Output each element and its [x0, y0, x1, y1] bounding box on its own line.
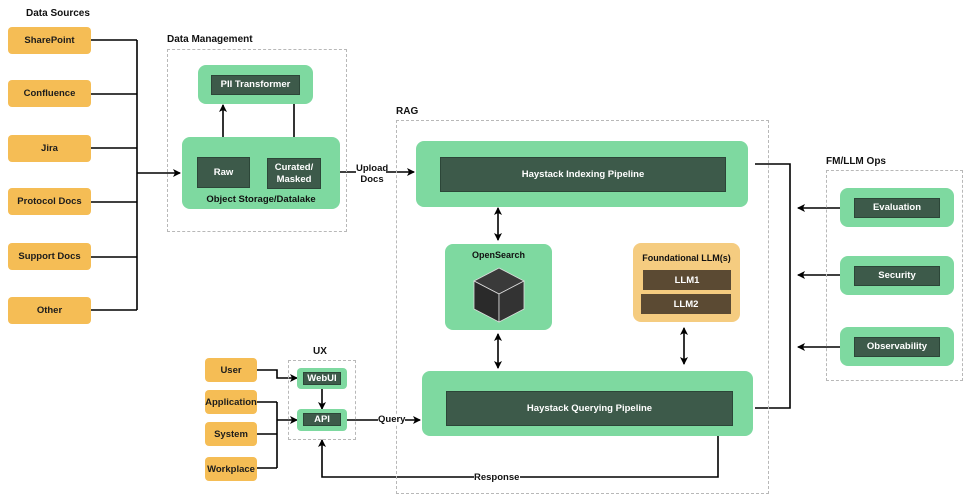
curated-masked-store[interactable]: Curated/ Masked	[267, 158, 321, 189]
webui: WebUI	[303, 372, 341, 385]
client-system[interactable]: System	[205, 422, 257, 446]
evaluation: Evaluation	[854, 198, 940, 218]
object-storage-label: Object Storage/Datalake	[206, 194, 316, 205]
source-protocol-docs[interactable]: Protocol Docs	[8, 188, 91, 215]
data-management-group	[167, 49, 347, 232]
database-cube-icon	[473, 267, 525, 323]
source-support-docs[interactable]: Support Docs	[8, 243, 91, 270]
raw-store[interactable]: Raw	[197, 157, 250, 188]
rag-title: RAG	[396, 106, 419, 117]
observability: Observability	[854, 337, 940, 357]
source-confluence[interactable]: Confluence	[8, 80, 91, 107]
fm-llm-ops-group	[826, 170, 963, 381]
pii-transformer-block[interactable]: PII Transformer	[198, 65, 313, 104]
querying-pipeline-block[interactable]: Haystack Querying Pipeline	[422, 371, 753, 436]
ux-title: UX	[313, 346, 327, 357]
webui-block[interactable]: WebUI	[297, 368, 347, 389]
ops-bus	[755, 163, 791, 409]
response-label: Response	[474, 472, 520, 484]
ux-group	[288, 360, 356, 440]
api-block[interactable]: API	[297, 409, 347, 431]
indexing-pipeline-block[interactable]: Haystack Indexing Pipeline	[416, 141, 748, 207]
evaluation-block[interactable]: Evaluation	[840, 188, 954, 227]
query-label: Query	[378, 414, 406, 426]
rag-group	[396, 120, 769, 494]
client-workplace[interactable]: Workplace	[205, 457, 257, 481]
security: Security	[854, 266, 940, 286]
client-application[interactable]: Application	[205, 390, 257, 414]
upload-docs-label: Upload Docs	[356, 163, 389, 186]
arrow-user-to-webui	[257, 369, 298, 382]
source-sharepoint[interactable]: SharePoint	[8, 27, 91, 54]
foundational-llm-block[interactable]: Foundational LLM(s) LLM1 LLM2	[633, 243, 740, 322]
source-other[interactable]: Other	[8, 297, 91, 324]
foundational-llm-title: Foundational LLM(s)	[642, 253, 731, 263]
opensearch-block[interactable]: OpenSearch	[445, 244, 552, 330]
fm-llm-ops-title: FM/LLM Ops	[826, 156, 886, 167]
source-jira[interactable]: Jira	[8, 135, 91, 162]
object-storage-block[interactable]: Raw Curated/ Masked Object Storage/Datal…	[182, 137, 340, 209]
llm2[interactable]: LLM2	[641, 294, 731, 314]
data-management-title: Data Management	[167, 34, 253, 45]
client-user[interactable]: User	[205, 358, 257, 382]
observability-block[interactable]: Observability	[840, 327, 954, 366]
arrow-response	[322, 435, 719, 478]
llm1[interactable]: LLM1	[643, 270, 731, 290]
data-sources-title: Data Sources	[26, 8, 90, 19]
opensearch-label: OpenSearch	[471, 250, 526, 260]
querying-pipeline: Haystack Querying Pipeline	[446, 391, 733, 426]
api: API	[303, 413, 341, 426]
pii-transformer: PII Transformer	[211, 75, 300, 95]
indexing-pipeline: Haystack Indexing Pipeline	[440, 157, 726, 192]
security-block[interactable]: Security	[840, 256, 954, 295]
